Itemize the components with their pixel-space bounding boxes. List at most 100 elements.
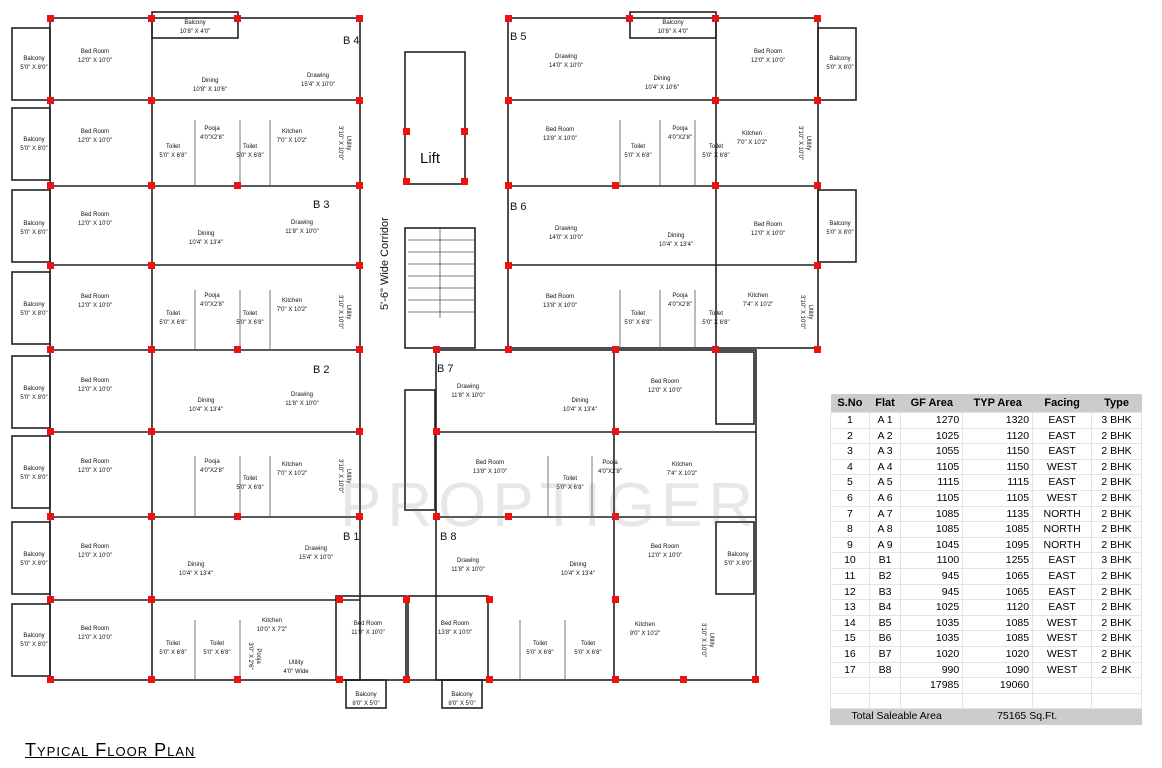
room-size: 5'0" X 6'8" — [236, 320, 263, 326]
room-name: Balcony — [23, 466, 44, 472]
table-cell: A 6 — [868, 489, 902, 507]
room-name: Balcony — [662, 20, 683, 26]
room-name: Drawing — [555, 226, 577, 232]
room-size: 3'10" X 10'0" — [797, 126, 803, 160]
room-size: 5'0" X 8'0" — [20, 65, 47, 71]
table-cell: A 9 — [868, 536, 902, 554]
room-size: 5'0" X 8'0" — [20, 146, 47, 152]
room-name: Kitchen — [672, 462, 692, 468]
table-cell: 10 — [830, 552, 870, 569]
room-name: Drawing — [305, 546, 327, 552]
table-cell: NORTH — [1032, 536, 1093, 554]
table-cell: 1 — [830, 412, 870, 429]
table-cell: WEST — [1032, 630, 1093, 647]
table-cell: WEST — [1032, 458, 1093, 476]
room-size: 7'4" X 10'2" — [667, 471, 698, 477]
table-cell: EAST — [1032, 567, 1093, 585]
table-cell: 1020 — [900, 645, 964, 663]
room-name: Bed Room — [81, 129, 109, 135]
table-cell: 2 BHK — [1091, 427, 1142, 445]
room-size: 3'10" X 10'0" — [337, 295, 343, 329]
room-size: 7'0" X 10'2" — [277, 307, 308, 313]
room-size: 12'0" X 10'0" — [78, 303, 112, 309]
table-cell: 16 — [830, 645, 870, 663]
table-header-row: S.No Flat GF Area TYP Area Facing Type — [830, 394, 1142, 413]
table-cell: 2 BHK — [1091, 536, 1142, 554]
table-cell: 2 BHK — [1091, 474, 1142, 491]
room-name: Bed Room — [354, 621, 382, 627]
room-size: 7'0" X 10'2" — [277, 471, 308, 477]
room-size: 7'0" X 10'2" — [277, 138, 308, 144]
lift-label: Lift — [420, 150, 441, 167]
table-cell: 3 BHK — [1091, 552, 1142, 569]
room-name: Utility — [289, 660, 304, 666]
table-cell: 17 — [830, 661, 870, 679]
room-size: 12'0" X 10'0" — [648, 388, 682, 394]
room-size: 5'0" X 6'8" — [702, 153, 729, 159]
room-size: 3'10" X 10'0" — [337, 459, 343, 493]
room-name: Toilet — [631, 144, 645, 150]
room-size: 5'0" X 6'8" — [624, 320, 651, 326]
room-size: 12'0" X 10'0" — [78, 387, 112, 393]
table-cell: 1055 — [900, 443, 964, 460]
table-cell: 1150 — [962, 458, 1034, 476]
room-name: Bed Room — [476, 460, 504, 466]
room-size: 7'4" X 10'2" — [743, 302, 774, 308]
table-cell: 2 BHK — [1091, 583, 1142, 601]
table-sum-row: 17985 19060 — [830, 677, 1142, 694]
table-cell: 3 BHK — [1091, 412, 1142, 429]
room-size: 13'8" X 10'0" — [543, 303, 577, 309]
table-cell: 1115 — [900, 474, 964, 491]
col-header: Flat — [869, 394, 901, 413]
table-cell: 1045 — [900, 536, 964, 554]
table-cell: A 8 — [868, 521, 902, 538]
room-name: Balcony — [23, 552, 44, 558]
table-cell: 4 — [830, 458, 870, 476]
table-cell: 1120 — [962, 599, 1034, 616]
room-name: Kitchen — [742, 131, 762, 137]
room-name: Dining — [187, 562, 204, 568]
table-cell: A 7 — [868, 505, 902, 523]
table-cell: B4 — [868, 599, 902, 616]
room-size: 12'0" X 10'0" — [78, 138, 112, 144]
room-size: 12'0" X 10'0" — [751, 58, 785, 64]
col-header: S.No — [830, 394, 870, 413]
table-cell: A 5 — [868, 474, 902, 491]
table-cell: 1085 — [900, 521, 964, 538]
room-name: Bed Room — [651, 379, 679, 385]
room-size: 10'4" X 13'4" — [179, 571, 213, 577]
room-size: 12'0" X 10'0" — [78, 553, 112, 559]
table-cell: 15 — [830, 630, 870, 647]
room-size: 11'8" X 10'0" — [285, 401, 318, 407]
room-size: 3'10" X 10'0" — [700, 623, 706, 657]
room-name: Dining — [201, 78, 218, 84]
table-cell: 2 BHK — [1091, 661, 1142, 679]
room-size: 5'0" X 8'0" — [20, 561, 47, 567]
table-cell: 13 — [830, 599, 870, 616]
room-name: Toilet — [631, 311, 645, 317]
table-cell: 2 BHK — [1091, 630, 1142, 647]
room-size: 5'0" X 6'8" — [159, 320, 186, 326]
table-cell: 11 — [830, 567, 870, 585]
room-name: Balcony — [23, 137, 44, 143]
room-name: Toilet — [166, 144, 180, 150]
room-name: Dining — [653, 76, 670, 82]
table-cell: 2 BHK — [1091, 645, 1142, 663]
room-size: 5'0" X 6'8" — [702, 320, 729, 326]
room-size: 5'0" X 6'8" — [624, 153, 651, 159]
room-name: Balcony — [23, 221, 44, 227]
flat-tag: B 4 — [343, 35, 360, 47]
table-cell: EAST — [1032, 599, 1093, 616]
flat-tag: B 7 — [437, 363, 454, 375]
room-name: Utility — [345, 305, 351, 320]
room-name: Pooja — [204, 126, 220, 132]
table-cell: 945 — [900, 583, 964, 601]
room-name: Toilet — [243, 311, 257, 317]
